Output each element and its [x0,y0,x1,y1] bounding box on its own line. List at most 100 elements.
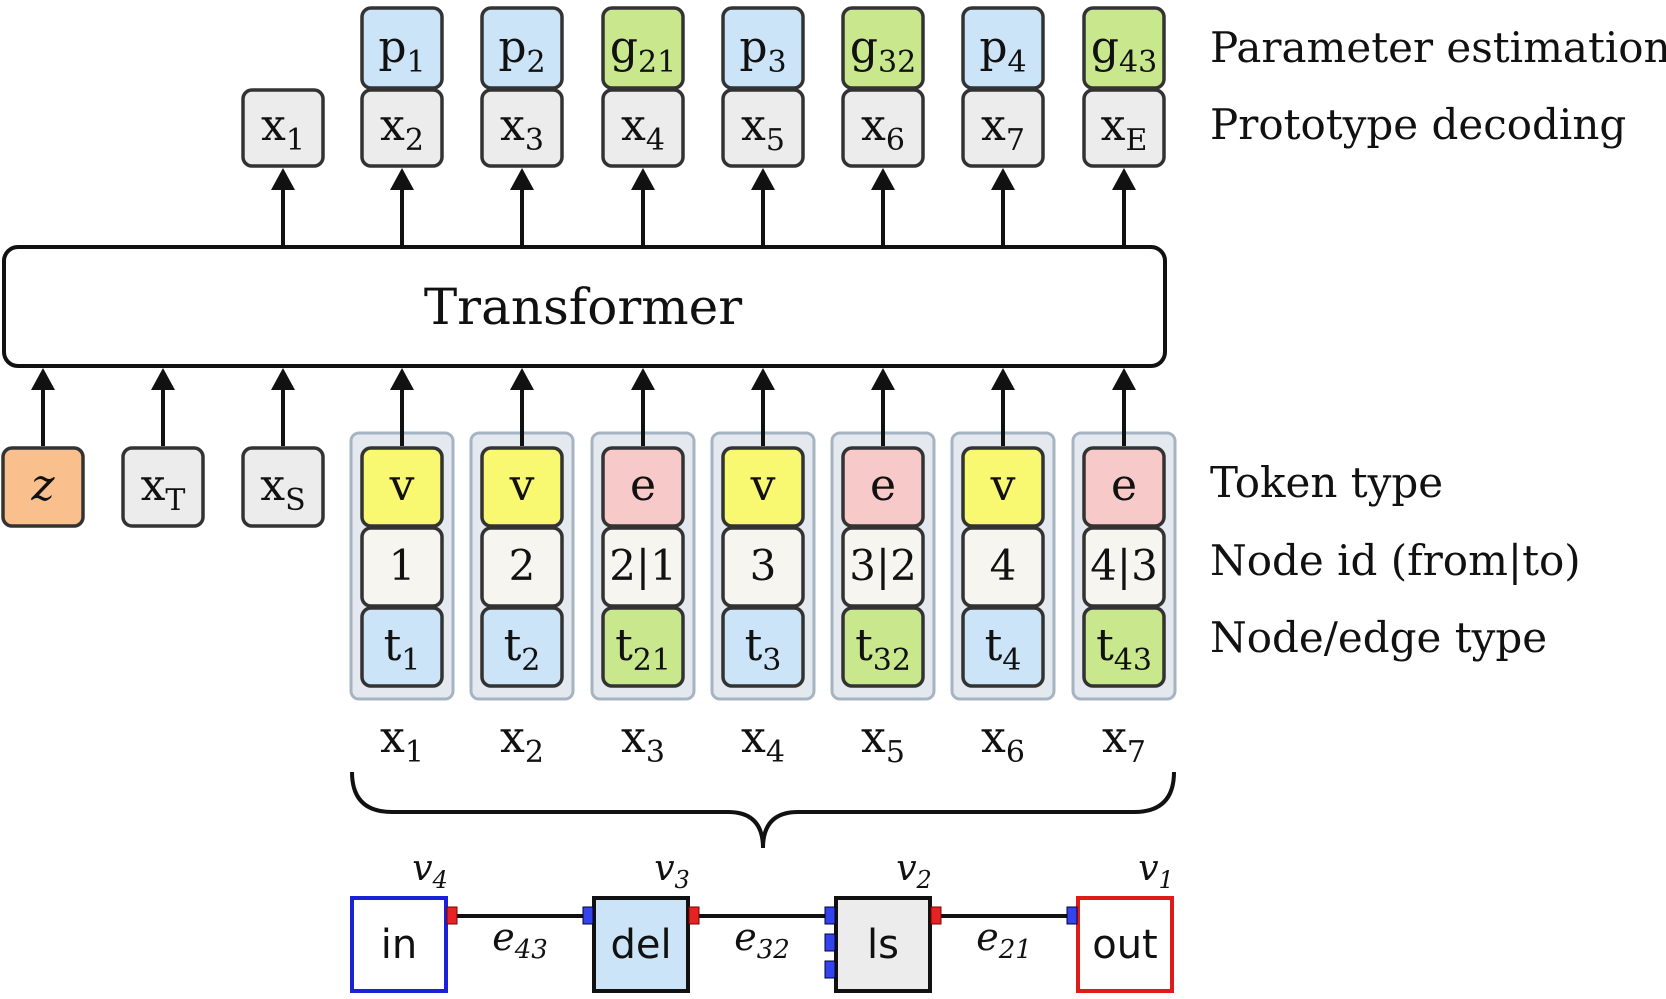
decoded-token-label: x3 [500,100,544,158]
decoded-token-label: x2 [380,100,424,158]
node-id-box [601,526,685,608]
token-type-box [721,446,805,528]
special-token-box [241,446,325,528]
token-type-box [961,446,1045,528]
node-id-label: 2 [509,541,536,590]
input-arrow [1112,368,1136,446]
special-token-box [121,446,205,528]
node-edge-type-box [841,606,925,688]
token-type-label: e [630,460,656,511]
parameter-token-label: p4 [979,22,1026,80]
node-edge-type-label: t1 [384,620,421,678]
input-arrow [631,368,655,446]
special-token-label: xS [260,460,305,518]
output-port [930,906,942,925]
sequence-token-label: x4 [741,712,785,770]
graph-edge-label: e43 [492,915,548,965]
decoded-token-box [841,88,925,168]
label-node-id: Node id (from|to) [1210,536,1581,585]
graph-node-label: out [1092,922,1158,968]
graph-node-del [592,896,690,993]
node-id-label: 4|3 [1090,541,1158,590]
node-id-box [360,526,444,608]
output-arrow [991,168,1015,247]
parameter-token-label: g21 [610,22,676,80]
node-edge-type-box [480,606,564,688]
parameter-token-label: g32 [850,22,916,80]
noise-token-box [1,446,85,528]
output-arrow [871,168,895,247]
output-arrow [271,168,295,247]
graph-edge-label: e32 [734,915,790,965]
parameter-token-label: p2 [498,22,545,80]
graph-node-label: in [381,922,417,968]
decoded-token-box [1082,88,1166,168]
sequence-token-label: x2 [500,712,544,770]
input-arrow [871,368,895,446]
node-id-box [1082,526,1166,608]
token-type-label: v [990,460,1016,511]
decoded-token-label: x7 [981,100,1025,158]
input-port [582,906,594,925]
node-edge-type-label: t2 [504,620,541,678]
decoded-token-box [360,88,444,168]
node-edge-type-label: t3 [745,620,782,678]
input-port [824,960,836,979]
decoded-token-box [721,88,805,168]
decoded-token-box [601,88,685,168]
graph-node-out [1076,896,1174,993]
node-edge-type-label: t21 [615,620,671,678]
token-type-box [360,446,444,528]
graph-edge-label: e21 [976,915,1032,965]
output-arrow [751,168,775,247]
node-id-box [961,526,1045,608]
node-id-box [480,526,564,608]
token-type-box [601,446,685,528]
decoded-token-label: xE [1101,100,1148,158]
node-edge-type-label: t43 [1096,620,1152,678]
input-arrow [991,368,1015,446]
graph-node-ls [834,896,932,993]
graph-node-name: v1 [1138,848,1174,894]
input-arrow [151,368,175,446]
sequence-token-label: x6 [981,712,1025,770]
graph-node-in [350,896,448,993]
input-port [824,933,836,952]
input-arrow [390,368,414,446]
parameter-token-box [721,6,805,90]
input-arrow [510,368,534,446]
label-parameter-estimation: Parameter estimation [1210,23,1666,72]
output-arrow [390,168,414,247]
decoded-token-box [480,88,564,168]
parameter-token-label: g43 [1091,22,1157,80]
token-type-label: v [750,460,776,511]
token-type-label: e [1111,460,1137,511]
transformer-label: Transformer [424,278,742,336]
input-port [1066,906,1078,925]
input-arrow [751,368,775,446]
node-edge-type-box [601,606,685,688]
node-edge-type-label: t4 [985,620,1022,678]
graph-node-name: v4 [412,848,448,894]
token-type-box [841,446,925,528]
output-arrow [1112,168,1136,247]
decoded-token-box [961,88,1045,168]
output-arrow [510,168,534,247]
sequence-brace [350,771,1176,849]
sequence-token-label: x7 [1102,712,1146,770]
label-token-type: Token type [1210,458,1443,507]
token-type-label: v [509,460,535,511]
graph-node-label: del [610,922,671,968]
node-id-label: 4 [990,541,1017,590]
parameter-token-box [961,6,1045,90]
node-id-label: 1 [389,541,416,590]
special-token-label: z [30,460,55,511]
node-id-box [841,526,925,608]
parameter-token-label: p1 [378,22,425,80]
parameter-token-box [1082,6,1166,90]
sequence-token-label: x3 [621,712,665,770]
input-arrow [31,368,55,446]
output-port [446,906,458,925]
